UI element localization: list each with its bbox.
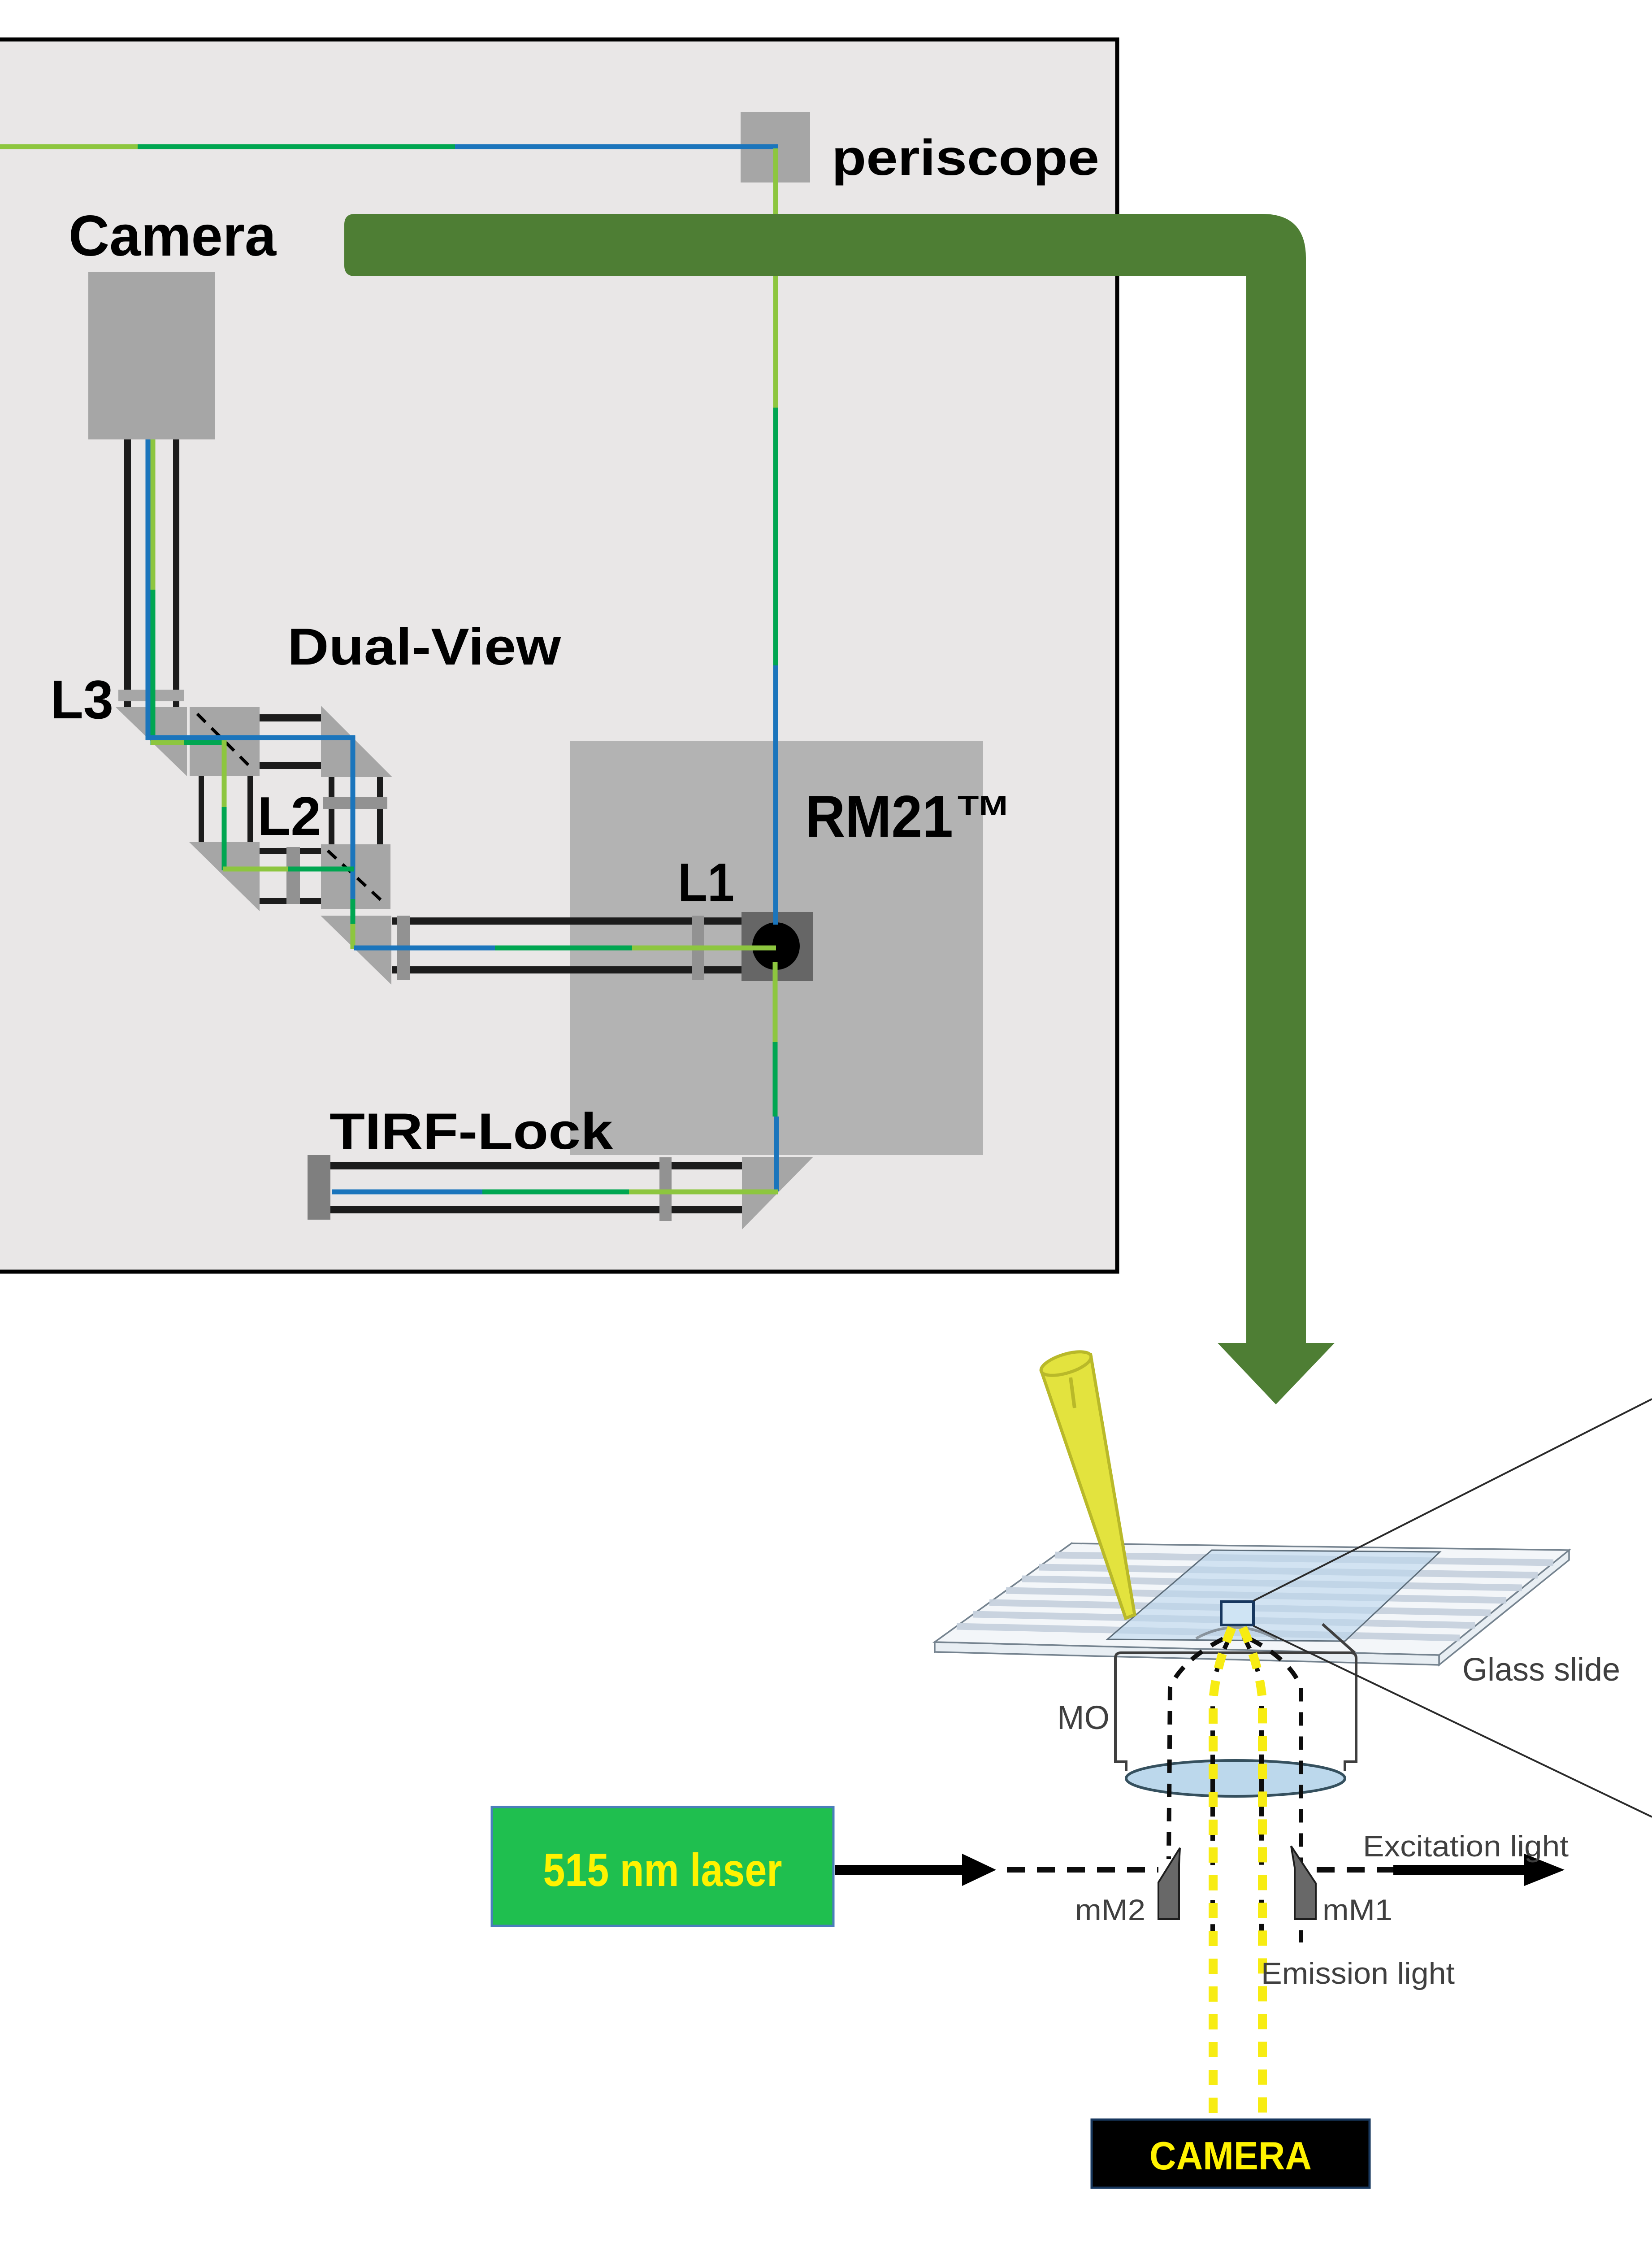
sample-dome bbox=[1195, 1626, 1278, 1641]
beamsplitter-diagonal bbox=[196, 713, 253, 770]
label-camera: Camera bbox=[69, 204, 277, 268]
label-l3: L3 bbox=[50, 669, 113, 730]
camera-tube-rail bbox=[173, 439, 179, 690]
pipette-top bbox=[1039, 1350, 1093, 1377]
objective-chamfer bbox=[1322, 1623, 1356, 1654]
pipette-tip bbox=[1039, 1350, 1136, 1621]
camera-tube-rail bbox=[124, 701, 131, 708]
micro-mirror-mm2 bbox=[1158, 1847, 1181, 1920]
magnifier-line-lower bbox=[1253, 1625, 1652, 1818]
dualview-mirror-topright bbox=[321, 706, 392, 777]
magnifier-line-upper bbox=[1253, 1398, 1652, 1602]
tirf-lock-block bbox=[308, 1155, 330, 1220]
tube-rail bbox=[260, 714, 321, 721]
label-mm1: mM1 bbox=[1322, 1893, 1392, 1926]
excitation-arrowhead bbox=[1524, 1854, 1565, 1886]
camera-box bbox=[88, 272, 215, 439]
tube-rail bbox=[392, 917, 741, 925]
label-mo: MO bbox=[1057, 1699, 1110, 1736]
label-tirf-lock: TIRF-Lock bbox=[330, 1103, 613, 1160]
camera-tube-rail bbox=[173, 701, 179, 708]
relay-lens bbox=[286, 847, 300, 904]
label-mm2: mM2 bbox=[1075, 1893, 1145, 1926]
label-515-laser: 515 nm laser bbox=[543, 1844, 782, 1896]
label-rm21: RM21 bbox=[805, 783, 953, 849]
microscope-objective bbox=[1114, 1623, 1357, 1798]
label-l2: L2 bbox=[257, 786, 321, 847]
tube-rail bbox=[392, 966, 741, 973]
tube-rail bbox=[330, 1162, 742, 1169]
coverslip bbox=[1105, 1549, 1442, 1642]
tube-rail bbox=[247, 776, 253, 842]
label-periscope: periscope bbox=[832, 130, 1099, 186]
camera-bottom-box bbox=[1090, 2118, 1371, 2189]
dualview-mirror-bottomleft bbox=[189, 842, 260, 911]
tube-rail bbox=[377, 777, 383, 844]
beam-paths bbox=[0, 144, 779, 1195]
label-emission: Emission light bbox=[1261, 1956, 1455, 1990]
camera-tube-rail bbox=[124, 439, 131, 690]
tube-rail bbox=[329, 777, 334, 844]
roi-square bbox=[1220, 1600, 1255, 1626]
label-glass-slide: Glass slide bbox=[1462, 1652, 1620, 1688]
laser-box bbox=[490, 1806, 835, 1927]
tube-rail bbox=[199, 776, 204, 842]
label-camera-bottom: CAMERA bbox=[1149, 2133, 1312, 2178]
emission-beam bbox=[1209, 1625, 1267, 2118]
pipette-notch bbox=[1069, 1377, 1076, 1408]
tube-rail bbox=[260, 762, 321, 769]
beamsplitter-diagonal bbox=[326, 849, 385, 904]
objective-lens bbox=[1125, 1759, 1346, 1798]
label-dual-view: Dual-View bbox=[287, 617, 561, 676]
objective-body bbox=[1114, 1651, 1357, 1771]
micro-mirror-mm1 bbox=[1290, 1845, 1317, 1920]
laser-arrowhead bbox=[962, 1854, 996, 1886]
glass-slide bbox=[932, 1542, 1571, 1667]
label-excitation: Excitation light bbox=[1363, 1829, 1569, 1863]
tirf-lens bbox=[659, 1157, 672, 1221]
tube-rail bbox=[330, 1206, 742, 1213]
label-rm21-tm: TM bbox=[958, 791, 1008, 821]
label-l1: L1 bbox=[678, 852, 734, 913]
